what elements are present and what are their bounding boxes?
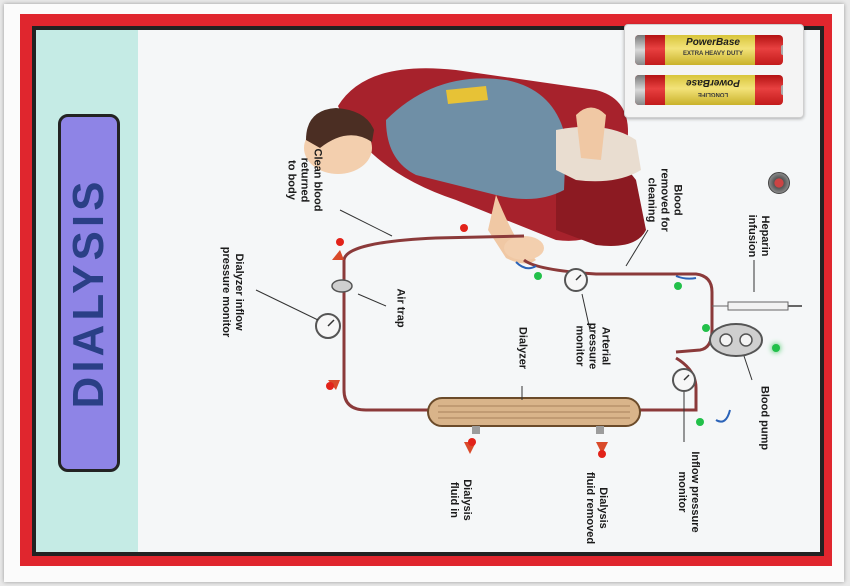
label-blood-removed: Blood removed for cleaning <box>645 168 684 232</box>
label-fluid-in: Dialysis fluid in <box>448 479 473 521</box>
dialysate-lines <box>515 261 731 423</box>
arrow-1 <box>332 250 344 260</box>
switch-button-icon[interactable] <box>768 172 790 194</box>
led-icon <box>534 272 542 280</box>
arrow-4 <box>596 442 608 454</box>
blue-line-2 <box>675 275 697 280</box>
battery-longlife: LONGLIFE <box>697 91 729 97</box>
label-dialyzer: Dialyzer <box>516 326 529 370</box>
shirt-stripe <box>446 86 488 104</box>
led-icon <box>460 224 468 232</box>
battery-duty: EXTRA HEAVY DUTY <box>683 51 743 57</box>
arterial-line <box>523 258 714 354</box>
led-icon <box>702 324 710 332</box>
dialyzer-icon <box>427 397 641 434</box>
blood-pump-icon <box>709 323 763 357</box>
led-icon <box>336 238 344 246</box>
blue-line-3 <box>715 409 731 423</box>
label-inflow-monitor-top: Dialyzer inflow pressure monitor <box>220 246 245 338</box>
battery-brand: PowerBase <box>686 37 740 48</box>
battery-brand-2: PowerBase <box>686 77 740 88</box>
dialysis-diagram <box>255 68 802 454</box>
return-line <box>342 234 525 412</box>
patient-arm-raised <box>576 107 606 160</box>
patient-arm-lower <box>488 195 536 264</box>
patient-shirt <box>386 78 566 199</box>
blue-line-1 <box>515 261 537 270</box>
led-icon <box>326 382 334 390</box>
label-fluid-removed: Dialysis fluid removed <box>584 471 609 545</box>
air-trap-icon <box>331 279 353 293</box>
flow-arrows <box>328 250 608 454</box>
leader-lines <box>255 209 755 442</box>
label-blood-pump: Blood pump <box>758 385 771 451</box>
label-clean-blood: Clean blood returned to body <box>285 148 324 212</box>
label-heparin: Heparin infusion <box>746 214 771 258</box>
pressure-gauge-icon <box>315 313 341 339</box>
patient-illustration <box>304 68 646 264</box>
led-icon <box>674 282 682 290</box>
inflow-gauge-icon <box>672 368 696 392</box>
label-inflow-monitor-bottom: Inflow pressure monitor <box>676 451 701 533</box>
title-box: DIALYSIS <box>58 114 120 472</box>
led-icon <box>468 438 476 446</box>
arterial-gauge-icon <box>564 268 588 292</box>
battery-cell-1: PowerBase EXTRA HEAVY DUTY <box>635 35 783 65</box>
battery-cell-2: PowerBase LONGLIFE <box>635 75 783 105</box>
led-icon <box>772 344 780 352</box>
syringe-icon <box>712 301 802 311</box>
label-air-trap: Air trap <box>394 288 407 328</box>
patient-hand <box>504 236 544 260</box>
patient-hair <box>306 108 374 148</box>
battery-icon: PowerBase EXTRA HEAVY DUTY PowerBase LON… <box>624 24 804 118</box>
label-arterial: Arterial pressure monitor <box>573 322 612 370</box>
led-icon <box>696 418 704 426</box>
led-icon <box>598 450 606 458</box>
